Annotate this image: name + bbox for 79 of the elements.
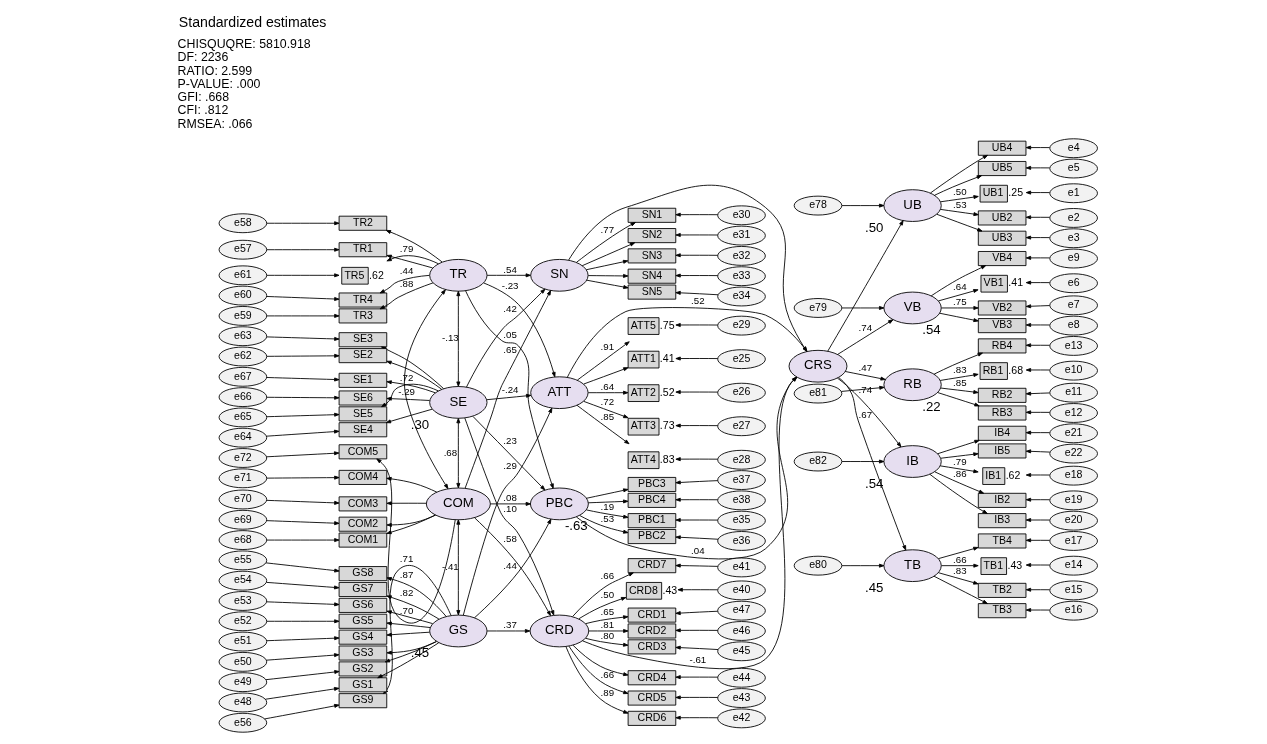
node-label: .75 bbox=[659, 318, 675, 331]
node-label: .41 bbox=[1007, 276, 1023, 289]
node-label: .83 bbox=[659, 452, 675, 465]
edge-label: .66 bbox=[952, 553, 967, 565]
label: CFI: .812 bbox=[177, 103, 228, 118]
node-label: .30 bbox=[410, 416, 429, 432]
edge-label: .83 bbox=[952, 364, 967, 376]
edge-label: .87 bbox=[399, 568, 413, 580]
edge-label: .53 bbox=[952, 199, 967, 211]
edge-label: .29 bbox=[502, 460, 517, 472]
label: DF: 2236 bbox=[177, 50, 228, 65]
label: RATIO: 2.599 bbox=[177, 63, 252, 78]
edge-label: -.13 bbox=[441, 332, 459, 344]
edge-label: .66 bbox=[600, 669, 614, 681]
node-label: .54 bbox=[864, 476, 883, 492]
edge-label: .19 bbox=[600, 500, 614, 512]
edge-label: .70 bbox=[399, 605, 413, 617]
node-label: .52 bbox=[659, 385, 675, 398]
edge-label: -.61 bbox=[688, 654, 706, 666]
edge-label: .54 bbox=[502, 263, 517, 275]
edge-label: .42 bbox=[502, 303, 517, 315]
edge-label: .88 bbox=[399, 277, 413, 289]
edge-label: -.24 bbox=[501, 384, 518, 396]
label: P-VALUE: .000 bbox=[177, 76, 260, 91]
node-label: .22 bbox=[921, 399, 941, 415]
edge-label: .44 bbox=[399, 265, 413, 277]
edge-label: .53 bbox=[600, 513, 614, 525]
edge-label: .64 bbox=[600, 380, 614, 392]
node-label: .43 bbox=[1006, 558, 1022, 571]
edge-label: .82 bbox=[399, 587, 413, 599]
edge-label: .44 bbox=[502, 560, 517, 572]
edge-label: .83 bbox=[952, 565, 967, 577]
edge-label: .74 bbox=[858, 321, 872, 333]
edge-label: -.23 bbox=[501, 280, 518, 292]
edge-label: .65 bbox=[502, 343, 517, 355]
label: RMSEA: .066 bbox=[177, 116, 252, 131]
edge-label: .81 bbox=[600, 619, 614, 631]
label: GFI: .668 bbox=[177, 90, 229, 105]
label: CHISQUQRE: 5810.918 bbox=[177, 37, 311, 52]
edge-label: .80 bbox=[600, 629, 614, 641]
edge-label: .58 bbox=[502, 532, 517, 544]
edge-label: .85 bbox=[952, 377, 967, 389]
edge-label: .72 bbox=[600, 395, 614, 407]
node-label: -.63 bbox=[564, 518, 588, 534]
edge-label: .79 bbox=[952, 455, 967, 467]
edge-label: .85 bbox=[600, 410, 614, 422]
edge-label: .91 bbox=[600, 341, 614, 353]
edge-label: .77 bbox=[600, 223, 614, 235]
edge-label: .75 bbox=[952, 296, 967, 308]
node-label: .50 bbox=[864, 220, 883, 236]
edge-label: .86 bbox=[952, 468, 967, 480]
edge-label: .50 bbox=[952, 185, 967, 197]
node-label: .45 bbox=[864, 580, 883, 596]
node-label: .41 bbox=[659, 352, 675, 365]
edge-label: .71 bbox=[399, 552, 413, 564]
diagram-title: Standardized estimates bbox=[178, 13, 326, 30]
edge-label: .10 bbox=[502, 502, 517, 514]
edge-label: .04 bbox=[690, 545, 705, 557]
edge-label: .47 bbox=[858, 362, 872, 374]
node-label: .68 bbox=[1007, 363, 1023, 376]
edge-label: .68 bbox=[443, 446, 457, 458]
edge-label: .89 bbox=[600, 687, 614, 699]
edge-label: .64 bbox=[952, 281, 967, 293]
node-label: .43 bbox=[662, 583, 677, 596]
node-label: .25 bbox=[1007, 186, 1023, 199]
node-label: .62 bbox=[1005, 468, 1020, 481]
edge-label: .52 bbox=[690, 295, 705, 307]
edge-label: .08 bbox=[502, 492, 517, 504]
node-label: .54 bbox=[921, 322, 941, 338]
edge-label: .37 bbox=[502, 619, 517, 631]
edge-label: .23 bbox=[502, 434, 517, 446]
edge-label: -.29 bbox=[397, 386, 415, 398]
edge-label: .79 bbox=[399, 243, 413, 255]
edge-label: .05 bbox=[502, 328, 517, 340]
edge-label: .66 bbox=[600, 569, 614, 581]
edge-label: .67 bbox=[858, 409, 872, 421]
node-label: .62 bbox=[368, 268, 384, 281]
node-label: .73 bbox=[659, 419, 675, 432]
edge-label: -.41 bbox=[441, 560, 459, 572]
